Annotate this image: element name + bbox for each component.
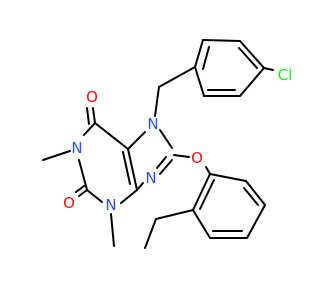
bond-c6-n1 [83, 122, 96, 136]
bond-ar2-3 [246, 204, 266, 239]
bond-ethyl-1 [155, 209, 194, 220]
bond-c2-n3 [86, 189, 103, 203]
bond-n1-methyl [42, 150, 71, 161]
bond-ar1-6 [194, 66, 205, 97]
bond-ar1-4 [239, 67, 265, 97]
bond-ar2-inner-1 [243, 187, 259, 206]
bond-ar1-1 [194, 39, 204, 68]
bond-n3-c4 [120, 189, 138, 204]
nitrogen-label-n7: N [147, 115, 158, 133]
bond-ar1-inner-1 [202, 46, 210, 70]
bond-n7-ch2 [154, 86, 160, 117]
bond-ar2-inner-3 [199, 179, 215, 210]
bond-c6-o6-a [92, 107, 96, 124]
oxygen-label-ether: O [191, 149, 203, 167]
bond-c5-c6 [94, 122, 129, 150]
bond-c4-c5-inner [122, 151, 131, 185]
bond-ar2-6 [192, 173, 211, 211]
bond-ch2-aryl [158, 66, 196, 88]
bond-ar1-inner-2 [238, 47, 258, 69]
bond-n9-c4 [136, 182, 144, 191]
bond-n3-methyl [110, 213, 115, 247]
nitrogen-label-n1: N [71, 139, 82, 157]
bond-ar1-2 [202, 39, 241, 42]
oxygen-label-o6: O [86, 88, 98, 106]
bond-n7-c8 [159, 129, 173, 149]
bond-ar2-2 [245, 180, 266, 206]
bond-c8-o-ether [173, 154, 190, 158]
atom-labels: O O N N N N O Cl [63, 66, 292, 214]
bond-c2-o2-b [75, 185, 85, 193]
bonds [42, 39, 274, 249]
oxygen-label-o2: O [63, 194, 75, 212]
bond-n1-c2 [78, 159, 88, 191]
molecule-structure: O O N N N N O Cl [0, 0, 300, 300]
bond-ar2-5 [192, 209, 211, 239]
bond-ar1-cl [263, 67, 274, 71]
bond-c6-o6-b [86, 107, 90, 125]
background [0, 0, 300, 300]
bond-ar2-1 [209, 173, 247, 182]
bond-c4-c5 [127, 148, 138, 191]
bond-c8-n9-inner [156, 156, 167, 169]
chlorine-label: Cl [278, 66, 293, 84]
bond-ar1-3 [239, 40, 265, 69]
bond-c8-n9 [159, 159, 173, 175]
bond-c5-n7 [127, 131, 146, 150]
bond-ethyl-2 [144, 218, 157, 249]
bond-o-ar2 [205, 166, 211, 175]
nitrogen-label-n9: N [145, 169, 156, 187]
nitrogen-label-n3: N [105, 196, 116, 214]
bond-c2-o2-a [78, 189, 88, 197]
